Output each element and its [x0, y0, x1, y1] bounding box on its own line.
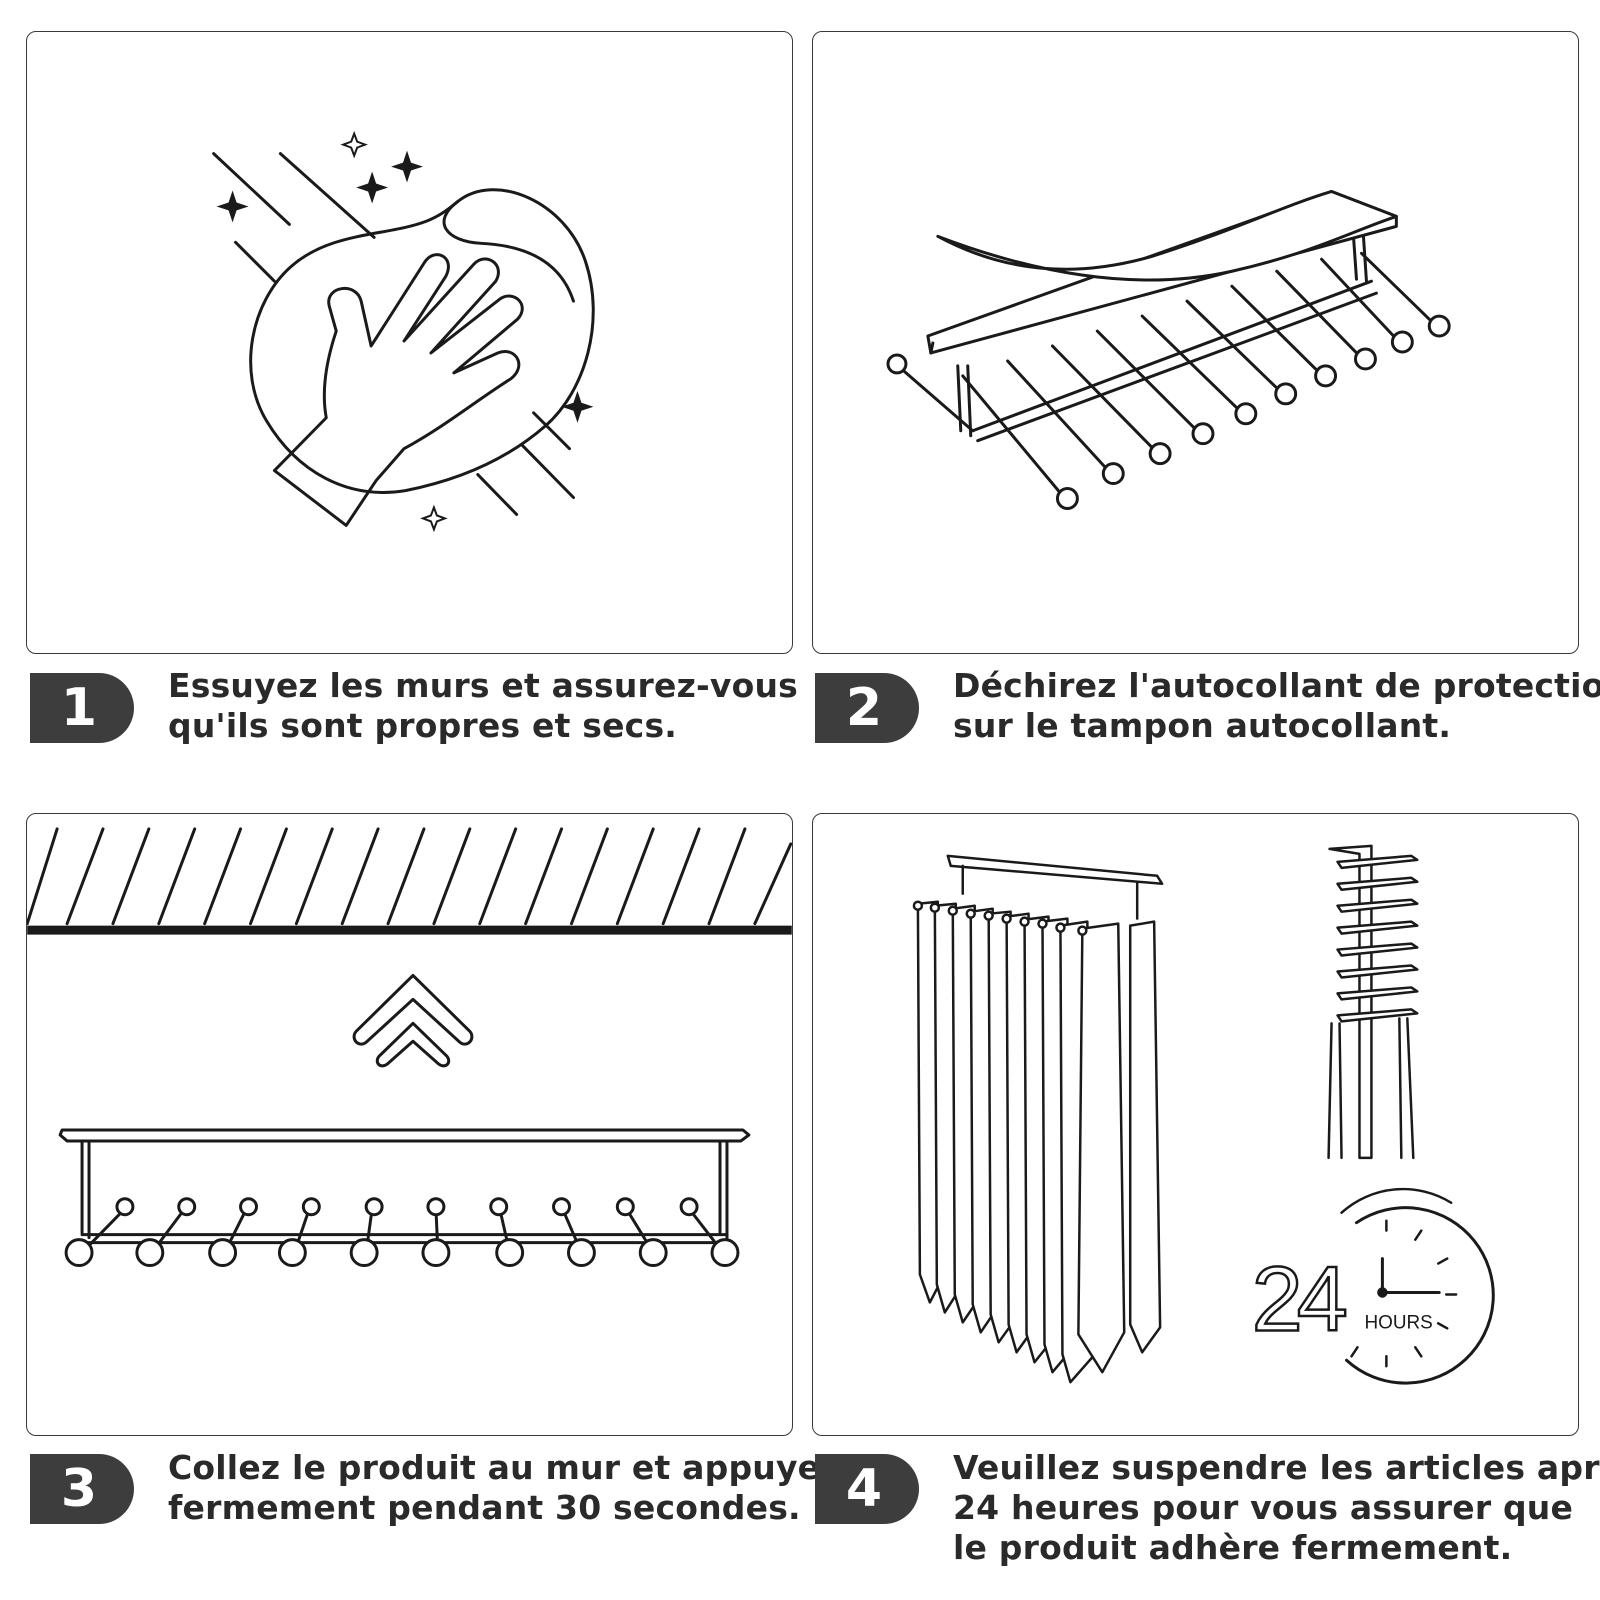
step3-caption-line1: Collez le produit au mur et appuyez	[168, 1448, 840, 1487]
step3-number-badge: 3	[30, 1454, 134, 1524]
step2-illustration-panel	[812, 31, 1579, 654]
step4-caption-line2: 24 heures pour vous assurer que	[953, 1488, 1574, 1527]
wipe-wall-illustration	[212, 130, 595, 533]
wall-surface	[27, 925, 792, 935]
step3-illustration-panel	[26, 813, 793, 1436]
step1-number-badge: 1	[30, 673, 134, 743]
wait-24-hours-illustration: 24 HOURS	[912, 844, 1495, 1385]
step4-number-badge: 4	[815, 1454, 919, 1524]
peel-sticker-illustration	[886, 189, 1451, 510]
step1-caption: Essuyez les murs et assurez-vous qu'ils …	[168, 666, 798, 746]
step1-caption-line1: Essuyez les murs et assurez-vous	[168, 666, 798, 705]
press-to-wall-illustration	[27, 827, 792, 1268]
step2-caption: Déchirez l'autocollant de protection sur…	[953, 666, 1600, 746]
step1-caption-line2: qu'ils sont propres et secs.	[168, 706, 678, 745]
step4-illustration-panel: 24 HOURS	[812, 813, 1579, 1436]
clock-hours-label: HOURS	[1364, 1312, 1432, 1333]
step3-caption-line2: fermement pendant 30 secondes.	[168, 1488, 801, 1527]
step4-caption-line1: Veuillez suspendre les articles après	[953, 1448, 1600, 1487]
step3-caption: Collez le produit au mur et appuyez ferm…	[168, 1448, 840, 1528]
up-arrow-icon	[352, 973, 474, 1068]
step1-illustration-panel	[26, 31, 793, 654]
clock-hours-number: 24	[1252, 1248, 1346, 1350]
step4-caption: Veuillez suspendre les articles après 24…	[953, 1448, 1600, 1568]
step2-caption-line1: Déchirez l'autocollant de protection	[953, 666, 1600, 705]
step2-caption-line2: sur le tampon autocollant.	[953, 706, 1452, 745]
step2-number-badge: 2	[815, 673, 919, 743]
step4-caption-line3: le produit adhère fermement.	[953, 1528, 1513, 1567]
